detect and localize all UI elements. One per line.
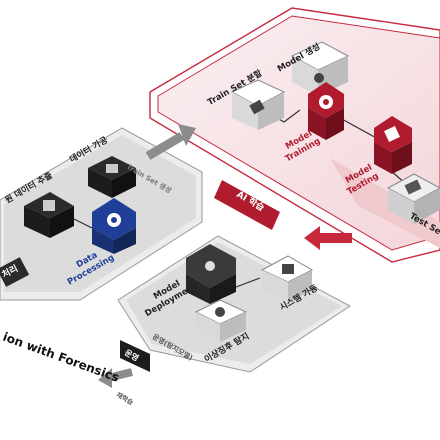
data-processing-node: [92, 198, 136, 254]
operations-group: [117, 235, 351, 373]
model-deployment-node: [186, 244, 236, 304]
ai-learning-group: [149, 7, 440, 263]
train-set-split-node: [230, 79, 286, 130]
pipeline-title: ion with Forensics: [1, 330, 121, 385]
arrow-feedback: [98, 368, 133, 388]
model-testing-node: [374, 116, 412, 174]
arrow-train-set-gen: [145, 124, 196, 160]
data-processed-node: [88, 156, 136, 198]
sys-stable-node: [260, 255, 314, 302]
data-extract-node: [24, 192, 74, 238]
ai-learning-badge: [214, 180, 280, 230]
ops-badge: [120, 340, 150, 372]
anomaly-node: [194, 299, 248, 342]
model-training-node: [308, 82, 344, 140]
feedback-label: 재학습: [115, 390, 135, 407]
data-badge: [0, 257, 30, 287]
arrow-to-ops: [304, 226, 352, 250]
test-set-node: [386, 173, 440, 224]
